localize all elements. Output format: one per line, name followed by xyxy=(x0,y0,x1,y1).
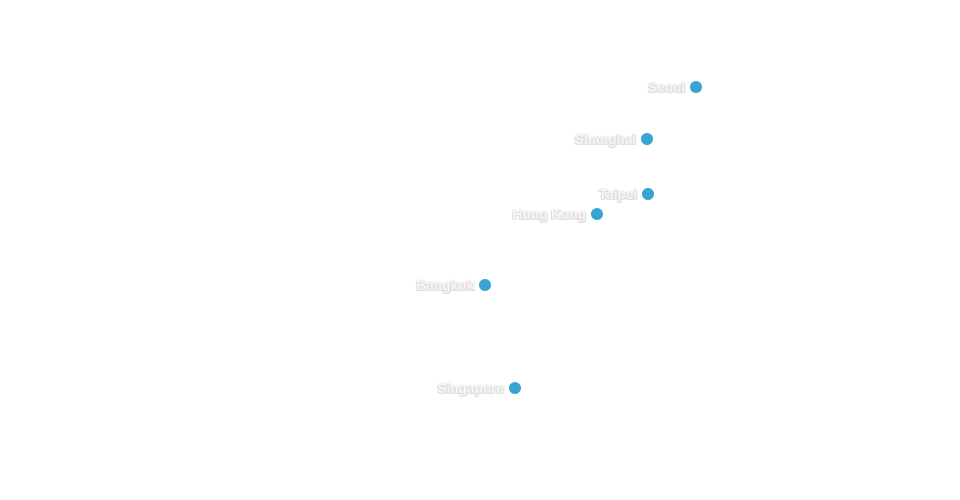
city-label: Taipei xyxy=(598,186,637,202)
city-label: Seoul xyxy=(647,79,685,95)
city-marker-taipei[interactable]: Taipei xyxy=(599,186,654,202)
city-dot[interactable] xyxy=(591,208,603,220)
city-label: Singapore xyxy=(437,380,504,396)
city-dot[interactable] xyxy=(509,382,521,394)
city-label: Bangkok xyxy=(416,277,474,293)
city-label: Shanghai xyxy=(574,131,637,147)
city-marker-bangkok[interactable]: Bangkok xyxy=(416,277,491,293)
city-marker-hong-kong[interactable]: Hong Kong xyxy=(512,206,603,222)
city-dot[interactable] xyxy=(690,81,702,93)
city-marker-singapore[interactable]: Singapore xyxy=(437,380,521,396)
city-dot[interactable] xyxy=(479,279,491,291)
city-dot[interactable] xyxy=(642,188,654,200)
city-marker-shanghai[interactable]: Shanghai xyxy=(575,131,653,147)
city-marker-seoul[interactable]: Seoul xyxy=(648,79,702,95)
city-label: Hong Kong xyxy=(512,206,586,222)
city-dot[interactable] xyxy=(641,133,653,145)
